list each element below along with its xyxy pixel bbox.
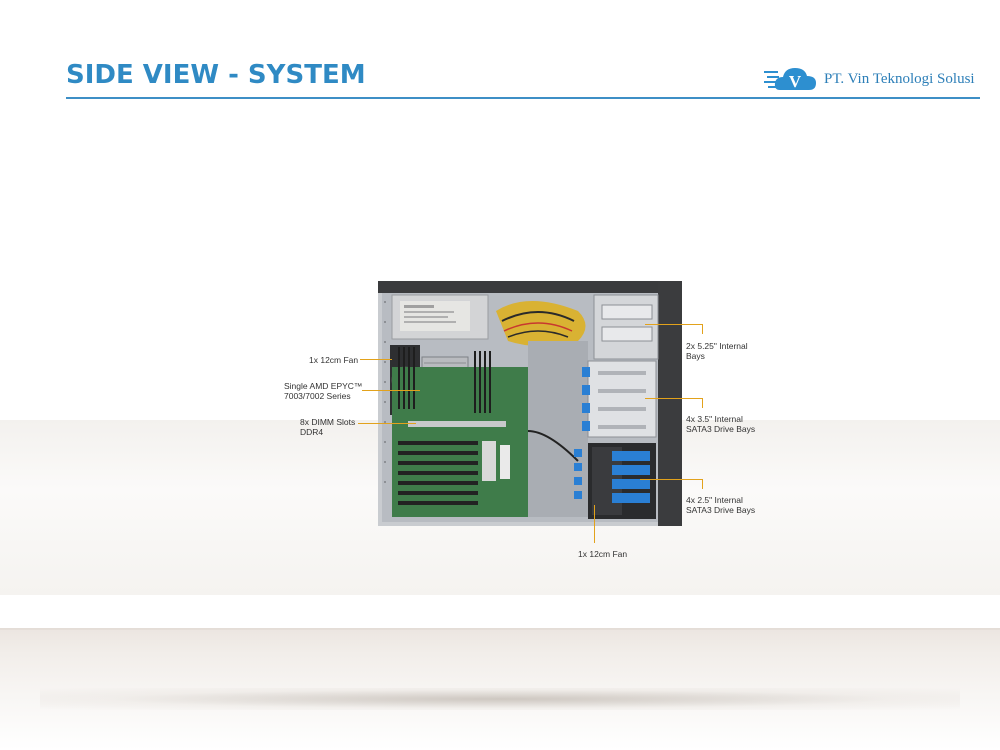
svg-text:V: V <box>789 72 802 91</box>
page-title: SIDE VIEW - SYSTEM <box>66 60 366 90</box>
callout-bay25: 4x 2.5" Internal SATA3 Drive Bays <box>686 495 756 515</box>
leader-bay525 <box>645 324 702 325</box>
leader-bay25-v <box>702 479 703 489</box>
leader-bay525-v <box>702 324 703 334</box>
leader-dimm <box>358 423 416 424</box>
leader-bay25 <box>640 479 702 480</box>
company-logo: V PT. Vin Teknologi Solusi <box>764 62 984 96</box>
logo-text: PT. Vin Teknologi Solusi <box>824 71 975 87</box>
callout-bay525: 2x 5.25" Internal Bays <box>686 341 748 361</box>
leader-fan-bottom <box>594 505 595 543</box>
leader-bay35-v <box>702 398 703 408</box>
callout-cpu: Single AMD EPYC™ 7003/7002 Series <box>284 381 363 401</box>
title-divider <box>66 97 980 99</box>
callout-bay35: 4x 3.5" Internal SATA3 Drive Bays <box>686 414 756 434</box>
callout-fan-bottom: 1x 12cm Fan <box>578 549 628 559</box>
cloud-v-logo-icon: V <box>764 68 816 91</box>
callout-fan-left: 1x 12cm Fan <box>309 355 359 365</box>
callout-dimm: 8x DIMM Slots DDR4 <box>300 417 356 437</box>
server-chassis-image <box>378 281 682 526</box>
leader-bay35 <box>645 398 702 399</box>
leader-cpu <box>362 390 420 391</box>
shelf-shadow <box>40 688 960 710</box>
leader-fan-left <box>360 359 392 360</box>
